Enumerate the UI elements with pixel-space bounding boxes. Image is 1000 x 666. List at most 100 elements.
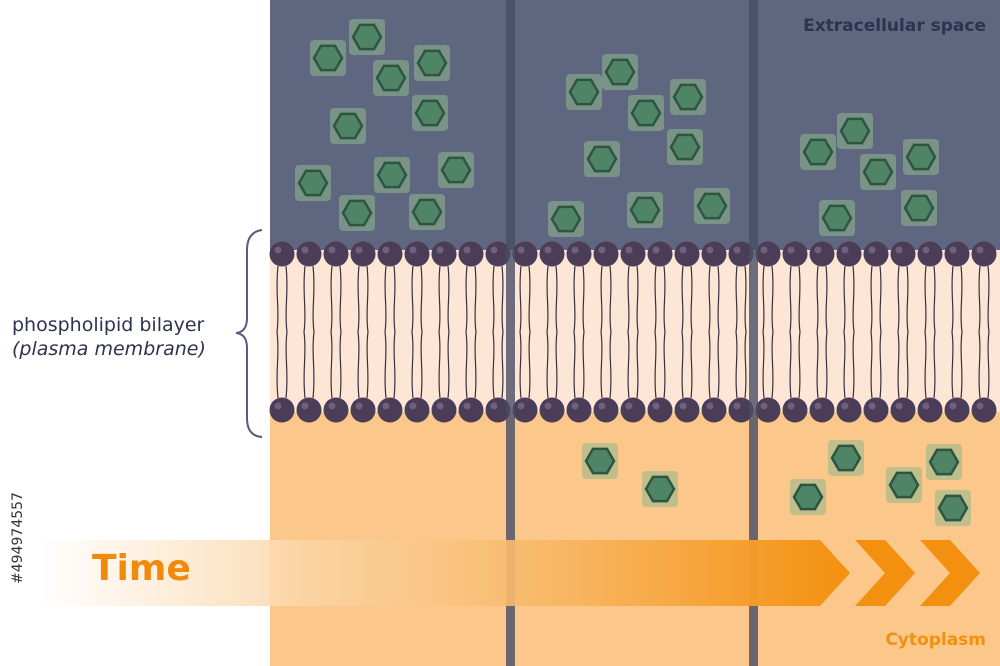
glucose-molecule	[828, 440, 864, 476]
lipid-head	[890, 397, 916, 423]
lipid-tail	[519, 265, 522, 333]
lipid-head	[539, 397, 565, 423]
lipid-tail	[843, 331, 846, 399]
molecule-ring	[905, 143, 937, 171]
lipid-head-highlight	[652, 402, 660, 410]
lipid-tail	[663, 265, 666, 333]
lipid-tail	[276, 265, 279, 333]
lipid-head-highlight	[841, 246, 849, 254]
molecule-ring	[629, 196, 661, 224]
lipid-head-highlight	[895, 402, 903, 410]
lipid-tail	[897, 331, 900, 399]
lipid-head-highlight	[328, 402, 336, 410]
lipid-tail	[609, 265, 612, 333]
lipid-head	[809, 241, 835, 267]
lipid-head-highlight	[571, 402, 579, 410]
lipid-head-highlight	[544, 246, 552, 254]
glucose-molecule	[566, 74, 602, 110]
lipid-head-highlight	[544, 402, 552, 410]
lipid-tail	[681, 331, 684, 399]
lipid-tail	[384, 265, 387, 333]
lipid-tail	[555, 331, 558, 399]
lipid-head	[755, 241, 781, 267]
glucose-molecule	[926, 444, 962, 480]
lipid-head-highlight	[922, 402, 930, 410]
lipid-tail	[393, 331, 396, 399]
glucose-molecule	[627, 192, 663, 228]
lipid-tail	[501, 265, 504, 333]
lipid-head	[323, 397, 349, 423]
lipid-head	[971, 397, 997, 423]
lipid-tail	[474, 265, 477, 333]
lipid-head-highlight	[760, 246, 768, 254]
lipid-head-highlight	[571, 246, 579, 254]
time-arrow	[40, 540, 980, 606]
lipid-tail	[285, 265, 288, 333]
lipid-tail	[600, 331, 603, 399]
glucose-molecule	[438, 152, 474, 188]
lipid-head	[566, 241, 592, 267]
lipid-tail	[960, 265, 963, 333]
lipid-head-highlight	[409, 402, 417, 410]
lipid-tail	[420, 265, 423, 333]
lipid-head	[377, 241, 403, 267]
lipid-tail	[438, 331, 441, 399]
lipid-head	[620, 241, 646, 267]
glucose-molecule	[628, 95, 664, 131]
lipid-tail	[933, 265, 936, 333]
lipid-tail	[762, 331, 765, 399]
lipid-head-highlight	[355, 402, 363, 410]
lipid-tail	[447, 265, 450, 333]
lipid-tail	[690, 265, 693, 333]
lipid-head	[944, 241, 970, 267]
lipid-tail	[528, 331, 531, 399]
molecule-ring	[862, 158, 894, 186]
lipid-head-highlight	[733, 402, 741, 410]
molecule-ring	[411, 198, 443, 226]
lipid-tail	[951, 331, 954, 399]
lipid-tail	[393, 265, 396, 333]
lipid-tail	[870, 331, 873, 399]
lipid-head-highlight	[625, 402, 633, 410]
lipid-head	[674, 241, 700, 267]
lipid-tail	[825, 331, 828, 399]
molecule-ring	[903, 194, 935, 222]
molecule-ring	[550, 205, 582, 233]
lipid-head-highlight	[679, 402, 687, 410]
molecule-ring	[928, 448, 960, 476]
lipid-head	[431, 397, 457, 423]
molecule-ring	[414, 99, 446, 127]
lipid-tail	[357, 265, 360, 333]
lipid-tail	[636, 331, 639, 399]
molecule-ring	[568, 78, 600, 106]
lipid-head-highlight	[895, 246, 903, 254]
lipid-head-highlight	[706, 246, 714, 254]
lipid-tail	[924, 265, 927, 333]
molecule-ring	[341, 199, 373, 227]
glucose-molecule	[837, 113, 873, 149]
lipid-head-highlight	[814, 246, 822, 254]
lipid-head-highlight	[814, 402, 822, 410]
lipid-tail	[357, 331, 360, 399]
lipid-head-highlight	[382, 402, 390, 410]
molecule-ring	[584, 447, 616, 475]
lipid-head-highlight	[949, 402, 957, 410]
lipid-tail	[960, 331, 963, 399]
lipid-tail	[600, 265, 603, 333]
glucose-molecule	[310, 40, 346, 76]
molecule-ring	[376, 161, 408, 189]
lipid-tail	[573, 331, 576, 399]
lipid-tail	[870, 265, 873, 333]
lipid-tail	[825, 265, 828, 333]
glucose-molecule	[414, 45, 450, 81]
glucose-molecule	[903, 139, 939, 175]
molecule-ring	[440, 156, 472, 184]
lipid-tail	[555, 265, 558, 333]
lipid-head	[269, 397, 295, 423]
lipid-tail	[951, 265, 954, 333]
lipid-head	[377, 397, 403, 423]
lipid-tail	[789, 265, 792, 333]
lipid-tail	[303, 331, 306, 399]
lipid-tail	[906, 265, 909, 333]
lipid-tail	[852, 331, 855, 399]
